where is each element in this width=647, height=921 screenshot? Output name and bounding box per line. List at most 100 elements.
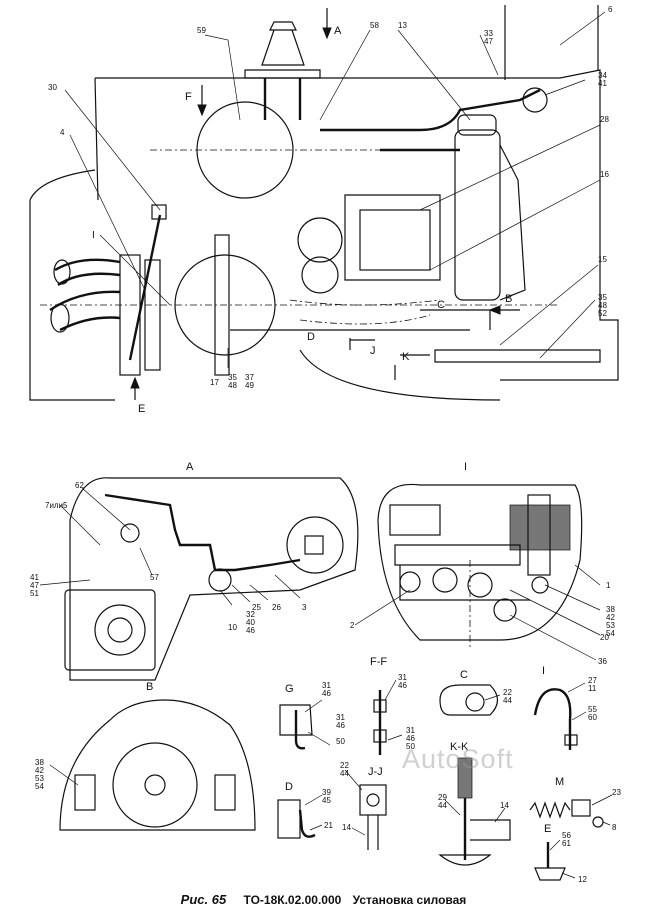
view-title-I-small: I	[542, 665, 545, 677]
fuel-pipe	[104, 493, 301, 572]
arrow-label-F: F	[185, 91, 192, 103]
callout-58: 58	[370, 21, 379, 30]
starter-box	[64, 589, 156, 671]
view-title-M: M	[555, 776, 564, 788]
callout-21: 21	[324, 821, 333, 830]
callout-1: 1	[606, 581, 611, 590]
view-title-A: A	[186, 461, 194, 473]
callout-4: 4	[60, 128, 65, 137]
callout-62: 62	[75, 481, 84, 490]
pipe-clamp	[522, 87, 548, 113]
view-title-C: C	[460, 669, 468, 681]
rubber-pad	[509, 504, 571, 551]
callout-I: I	[92, 230, 95, 241]
view-title-B: B	[146, 681, 153, 693]
exhaust-manifold	[49, 258, 121, 332]
callout-13: 13	[398, 21, 407, 30]
callout-7-or-5: 7или5	[45, 501, 68, 510]
arrow-label-E: E	[138, 403, 145, 415]
air-intake-cone	[244, 21, 321, 79]
callout-14-K: 14	[500, 801, 509, 810]
callout-2: 2	[350, 621, 355, 630]
view-title-G: G	[285, 683, 294, 695]
pulley	[297, 217, 343, 263]
view-title-F-F: F-F	[370, 656, 387, 668]
arrow-label-J: J	[370, 345, 376, 357]
tie-rod	[128, 214, 162, 361]
spring-icon	[529, 801, 571, 819]
callout-8: 8	[612, 823, 617, 832]
intake-pipe	[263, 78, 302, 120]
arrow-label-B: B	[505, 293, 512, 305]
view-title-D: D	[285, 781, 293, 793]
arrow-label-D: D	[307, 331, 315, 343]
drawing-title: Установка силовая	[352, 893, 467, 907]
callout-12: 12	[578, 875, 587, 884]
callout-26: 26	[272, 603, 281, 612]
callout-25: 25	[252, 603, 261, 612]
pulley-A	[286, 516, 344, 574]
air-cleaner	[454, 129, 501, 301]
callout-6: 6	[608, 5, 613, 14]
callout-10: 10	[228, 623, 237, 632]
starter-circle	[112, 742, 198, 828]
callout-15: 15	[598, 255, 607, 264]
arrow-label-C: C	[437, 299, 445, 311]
callout-59: 59	[197, 26, 206, 35]
callout-36: 36	[598, 657, 607, 666]
callout-16: 16	[600, 170, 609, 179]
view-A-outline	[69, 477, 359, 681]
bracket-plate	[389, 504, 441, 536]
callout-17: 17	[210, 378, 219, 387]
air-duct	[320, 88, 541, 152]
exhaust-pipe	[504, 5, 599, 80]
view-title-I: I	[464, 461, 467, 473]
callout-3: 3	[302, 603, 307, 612]
callout-28: 28	[600, 115, 609, 124]
arrow-label-A: A	[334, 25, 342, 37]
callout-30: 30	[48, 83, 57, 92]
callout-23: 23	[612, 788, 621, 797]
figure-caption: Рис. 65 ТО-18К.02.00.000 Установка силов…	[0, 892, 647, 907]
drawing-code: ТО-18К.02.00.000	[243, 893, 342, 907]
callout-14-J: 14	[342, 823, 351, 832]
callout-57: 57	[150, 573, 159, 582]
view-title-K-K: K-K	[450, 741, 469, 753]
arrow-label-K: K	[402, 351, 410, 363]
view-title-E: E	[544, 823, 551, 835]
engine-block	[359, 209, 431, 271]
view-I-outline	[377, 483, 583, 641]
view-M: M 23 8	[529, 776, 621, 832]
watermark: AutoSoft	[402, 744, 514, 774]
